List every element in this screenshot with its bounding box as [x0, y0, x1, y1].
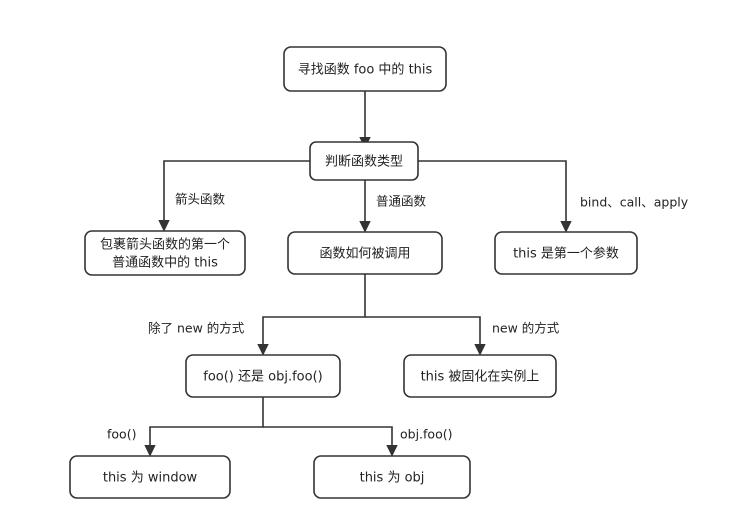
edge-how-called-to-fixed-instance — [365, 316, 486, 356]
node-box[interactable] — [313, 455, 471, 499]
node-foo-or-obj-foo[interactable]: foo() 还是 obj.foo() — [185, 354, 341, 398]
node-find-this-in-foo[interactable]: 寻找函数 foo 中的 this — [283, 46, 447, 92]
node-label-foo-or-obj-foo: foo() 还是 obj.foo() — [203, 370, 322, 385]
edge-label-normal-function: 普通函数 — [376, 194, 427, 209]
node-group: 寻找函数 foo 中的 this 判断函数类型 包裹箭头函数的第一个 普通函数中… — [69, 46, 638, 499]
edge-label-foo-call: foo() — [107, 427, 136, 442]
node-judge-function-type[interactable]: 判断函数类型 — [309, 141, 419, 181]
node-box[interactable] — [84, 230, 246, 276]
node-label-this-is-first-argument: this 是第一个参数 — [513, 246, 619, 262]
edge-judge-type-to-arrow-function — [158, 160, 310, 232]
node-box[interactable] — [309, 141, 419, 181]
node-label-this-is-obj: this 为 obj — [360, 471, 425, 486]
node-box[interactable] — [494, 231, 638, 275]
node-this-is-obj[interactable]: this 为 obj — [313, 455, 471, 499]
edge-label-new-way: new 的方式 — [492, 321, 560, 336]
edge-group — [144, 91, 572, 457]
node-this-is-window[interactable]: this 为 window — [69, 455, 231, 499]
edge-label-bind-call-apply: bind、call、apply — [580, 195, 689, 210]
edge-judge-type-to-first-arg — [418, 160, 572, 233]
node-how-function-is-called[interactable]: 函数如何被调用 — [287, 231, 443, 275]
node-label-this-fixed-to-instance: this 被固化在实例上 — [421, 370, 540, 385]
node-box[interactable] — [185, 354, 341, 398]
node-label-this-is-window: this 为 window — [103, 471, 198, 486]
node-label-how-function-is-called: 函数如何被调用 — [319, 246, 410, 262]
edge-foo-or-objfoo-to-window — [144, 397, 264, 457]
edge-how-called-to-foo-or-objfoo — [257, 274, 366, 356]
edge-foo-or-objfoo-to-obj — [263, 426, 398, 457]
node-label-find-this-in-foo: 寻找函数 foo 中的 this — [298, 62, 433, 78]
node-box[interactable] — [403, 354, 557, 398]
node-this-fixed-to-instance[interactable]: this 被固化在实例上 — [403, 354, 557, 398]
edge-label-except-new: 除了 new 的方式 — [148, 321, 245, 336]
node-wrapping-normal-function-this[interactable]: 包裹箭头函数的第一个 普通函数中的 this — [84, 230, 246, 276]
node-label-wrapping-line1: 包裹箭头函数的第一个 — [100, 237, 230, 253]
edge-label-objfoo-call: obj.foo() — [400, 427, 452, 442]
node-label-judge-function-type: 判断函数类型 — [325, 155, 403, 170]
edge-label-group: 箭头函数 普通函数 bind、call、apply 除了 new 的方式 new… — [107, 192, 689, 442]
node-box[interactable] — [287, 231, 443, 275]
node-box[interactable] — [283, 46, 447, 92]
node-this-is-first-argument[interactable]: this 是第一个参数 — [494, 231, 638, 275]
edge-label-arrow-function: 箭头函数 — [175, 192, 226, 207]
node-label-wrapping-line2: 普通函数中的 this — [112, 255, 218, 271]
node-box[interactable] — [69, 455, 231, 499]
